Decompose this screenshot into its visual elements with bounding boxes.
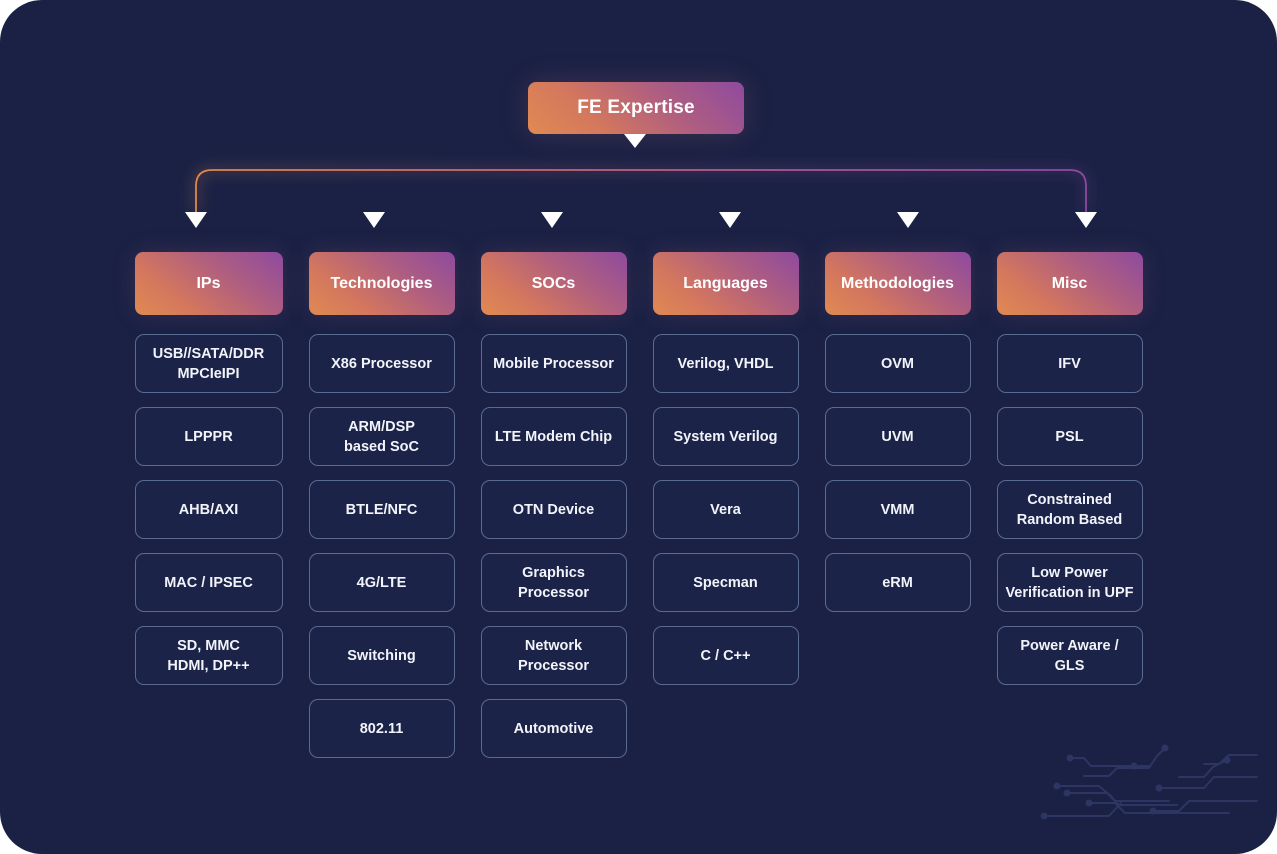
cell-item[interactable]: C / C++ bbox=[652, 626, 799, 685]
cell-line-1: LPPPR bbox=[184, 428, 233, 445]
cell-item[interactable]: Verilog, VHDL bbox=[652, 334, 799, 393]
cell-item[interactable]: PSL bbox=[996, 407, 1143, 466]
column-cells-ips: USB//SATA/DDR MPCIeIPI LPPPR AHB/AXI MAC… bbox=[134, 334, 283, 699]
cell-item[interactable]: Constrained Random Based bbox=[996, 480, 1143, 539]
cell-item[interactable]: AHB/AXI bbox=[134, 480, 283, 539]
cell-item[interactable]: Mobile Processor bbox=[480, 334, 627, 393]
cell-item[interactable]: Vera bbox=[652, 480, 799, 539]
cell-line-1: Specman bbox=[693, 574, 758, 591]
cell-line-1: eRM bbox=[882, 574, 913, 591]
cell-line-1: AHB/AXI bbox=[178, 501, 239, 518]
cell-line-1: Mobile Processor bbox=[493, 355, 614, 372]
cell-line-1: X86 Processor bbox=[331, 355, 432, 372]
cell-item[interactable]: X86 Processor bbox=[308, 334, 455, 393]
cell-line-1: ARM/DSP bbox=[348, 418, 415, 435]
cell-item[interactable]: OVM bbox=[824, 334, 971, 393]
cell-line-1: IFV bbox=[1058, 355, 1081, 372]
cell-line-1: PSL bbox=[1055, 428, 1084, 445]
cell-line-1: OTN Device bbox=[512, 501, 595, 518]
cell-item[interactable]: Switching bbox=[308, 626, 455, 685]
column-cells-languages: Verilog, VHDL System Verilog Vera Specma… bbox=[652, 334, 799, 699]
cell-item[interactable]: LTE Modem Chip bbox=[480, 407, 627, 466]
cell-line-2: Verification in UPF bbox=[1005, 584, 1134, 601]
cell-item[interactable]: ARM/DSP based SoC bbox=[308, 407, 455, 466]
column-technologies: Technologies X86 Processor ARM/DSP based… bbox=[308, 252, 455, 772]
cell-line-1: VMM bbox=[880, 501, 915, 518]
column-header-misc[interactable]: Misc bbox=[996, 252, 1143, 315]
cell-line-1: System Verilog bbox=[673, 428, 778, 445]
cell-line-2: MPCIeIPI bbox=[177, 365, 240, 382]
cell-item[interactable]: 4G/LTE bbox=[308, 553, 455, 612]
cell-item[interactable]: Specman bbox=[652, 553, 799, 612]
cell-item[interactable]: IFV bbox=[996, 334, 1143, 393]
cell-line-1: SD, MMC bbox=[177, 637, 240, 654]
cell-item[interactable]: Network Processor bbox=[480, 626, 627, 685]
cell-item[interactable]: Graphics Processor bbox=[480, 553, 627, 612]
cell-item[interactable]: Automotive bbox=[480, 699, 627, 758]
cell-item[interactable]: eRM bbox=[824, 553, 971, 612]
cell-line-1: USB//SATA/DDR bbox=[152, 345, 265, 362]
cell-item[interactable]: Low Power Verification in UPF bbox=[996, 553, 1143, 612]
root-node-fe-expertise: FE Expertise bbox=[528, 82, 744, 134]
column-header-ips[interactable]: IPs bbox=[134, 252, 283, 315]
cell-line-1: 802.11 bbox=[359, 720, 404, 737]
column-methodologies: Methodologies OVM UVM VMM eRM bbox=[824, 252, 971, 626]
cell-line-1: 4G/LTE bbox=[356, 574, 407, 591]
cell-line-1: BTLE/NFC bbox=[345, 501, 418, 518]
cell-line-1: Switching bbox=[347, 647, 416, 664]
cell-line-1: Vera bbox=[710, 501, 741, 518]
cell-item[interactable]: VMM bbox=[824, 480, 971, 539]
cell-line-1: Automotive bbox=[513, 720, 594, 737]
cell-line-1: OVM bbox=[880, 355, 915, 372]
cell-item[interactable]: UVM bbox=[824, 407, 971, 466]
column-grid: IPs USB//SATA/DDR MPCIeIPI LPPPR AHB/AXI… bbox=[0, 252, 1277, 772]
cell-item[interactable]: OTN Device bbox=[480, 480, 627, 539]
cell-line-2: Processor bbox=[518, 584, 589, 601]
root-node-label: FE Expertise bbox=[577, 97, 695, 118]
cell-line-2: HDMI, DP++ bbox=[167, 657, 250, 674]
cell-line-2: Random Based bbox=[1016, 511, 1123, 528]
cell-line-1: C / C++ bbox=[700, 647, 751, 664]
column-cells-methodologies: OVM UVM VMM eRM bbox=[824, 334, 971, 626]
column-header-socs[interactable]: SOCs bbox=[480, 252, 627, 315]
column-cells-misc: IFV PSL Constrained Random Based Low Pow… bbox=[996, 334, 1143, 699]
cell-line-1: Low Power bbox=[1031, 564, 1108, 581]
cell-item[interactable]: SD, MMC HDMI, DP++ bbox=[134, 626, 283, 685]
column-header-methodologies[interactable]: Methodologies bbox=[824, 252, 971, 315]
cell-item[interactable]: MAC / IPSEC bbox=[134, 553, 283, 612]
cell-line-1: UVM bbox=[881, 428, 914, 445]
column-socs: SOCs Mobile Processor LTE Modem Chip OTN… bbox=[480, 252, 627, 772]
column-header-technologies[interactable]: Technologies bbox=[308, 252, 455, 315]
column-header-languages[interactable]: Languages bbox=[652, 252, 799, 315]
cell-line-1: Constrained bbox=[1027, 491, 1112, 508]
column-cells-socs: Mobile Processor LTE Modem Chip OTN Devi… bbox=[480, 334, 627, 772]
cell-item[interactable]: System Verilog bbox=[652, 407, 799, 466]
cell-item[interactable]: 802.11 bbox=[308, 699, 455, 758]
column-cells-technologies: X86 Processor ARM/DSP based SoC BTLE/NFC… bbox=[308, 334, 455, 772]
column-languages: Languages Verilog, VHDL System Verilog V… bbox=[652, 252, 799, 699]
cell-line-2: based SoC bbox=[344, 438, 419, 455]
root-down-arrow-icon bbox=[624, 134, 646, 148]
cell-line-1: MAC / IPSEC bbox=[164, 574, 253, 591]
cell-item[interactable]: USB//SATA/DDR MPCIeIPI bbox=[134, 334, 283, 393]
cell-item[interactable]: LPPPR bbox=[134, 407, 283, 466]
cell-item[interactable]: BTLE/NFC bbox=[308, 480, 455, 539]
cell-item[interactable]: Power Aware / GLS bbox=[996, 626, 1143, 685]
cell-line-1: Graphics bbox=[522, 564, 585, 581]
cell-line-1: Network Processor bbox=[518, 637, 589, 674]
cell-line-1: LTE Modem Chip bbox=[494, 428, 613, 445]
cell-line-1: Power Aware / GLS bbox=[1020, 637, 1119, 674]
cell-line-1: Verilog, VHDL bbox=[677, 355, 774, 372]
column-ips: IPs USB//SATA/DDR MPCIeIPI LPPPR AHB/AXI… bbox=[134, 252, 283, 699]
column-misc: Misc IFV PSL Constrained Random Based Lo… bbox=[996, 252, 1143, 699]
